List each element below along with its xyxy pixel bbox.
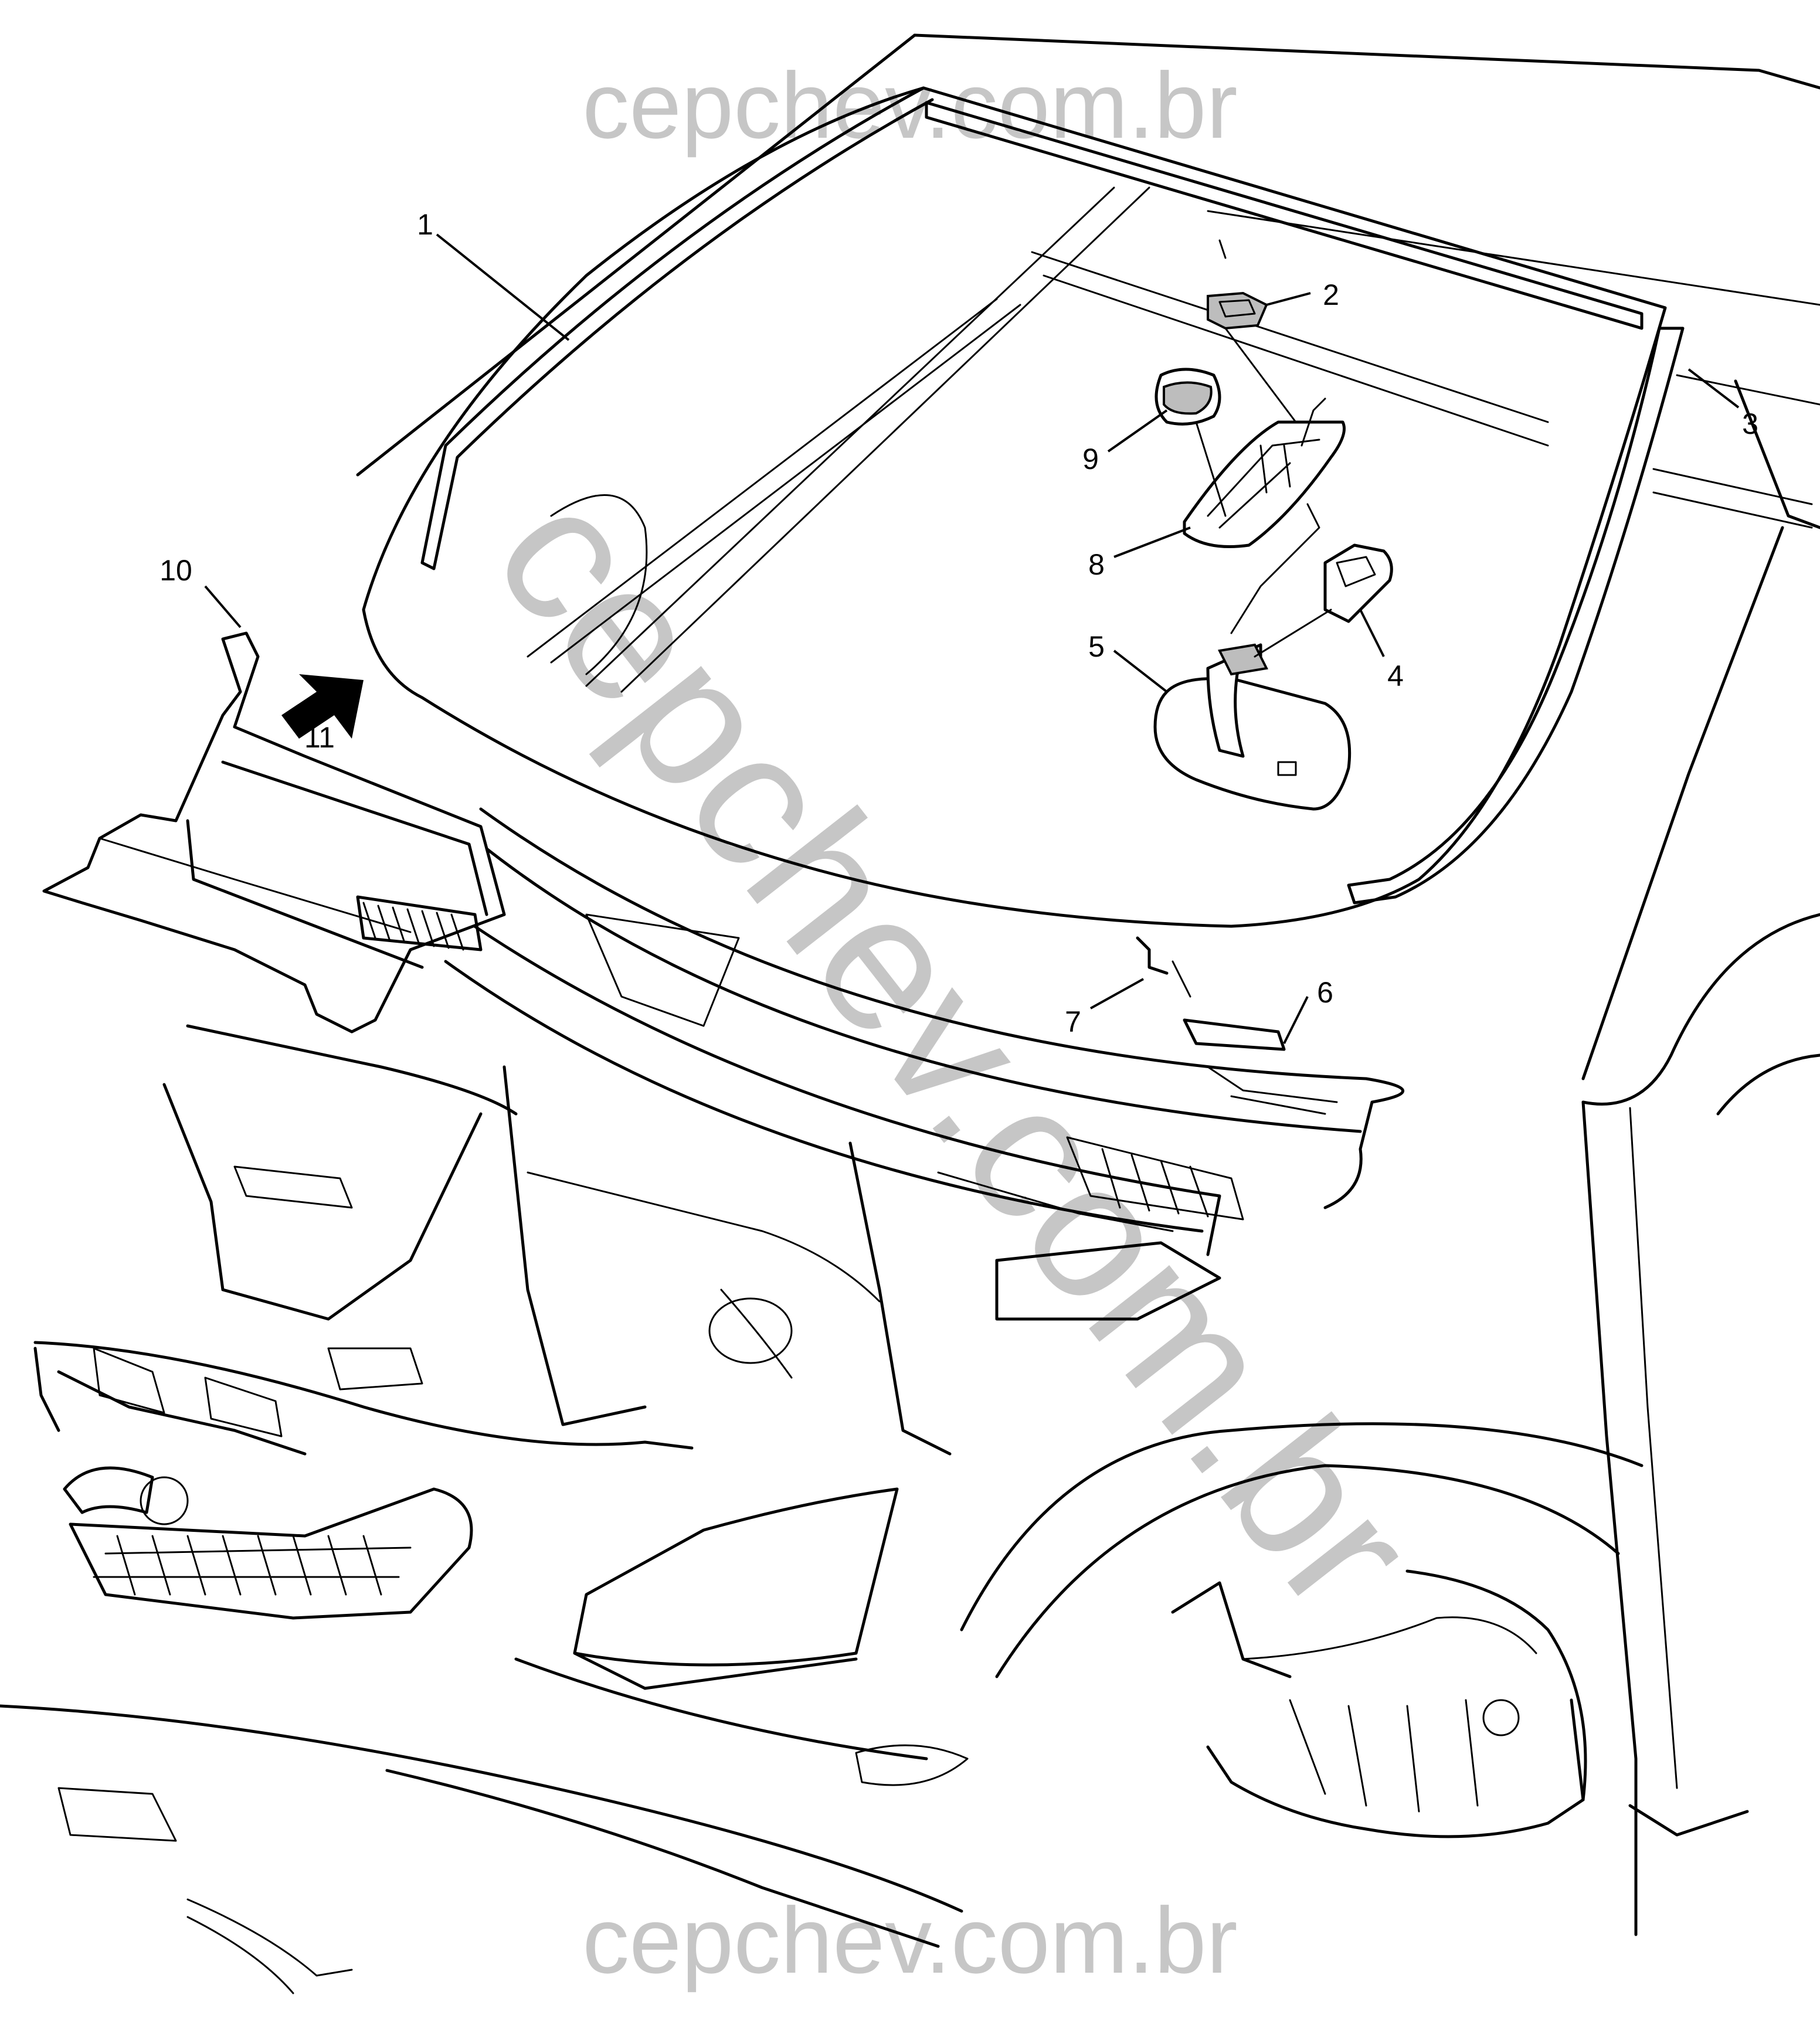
view-arrow [281, 674, 364, 739]
callout-1: 1 [417, 208, 433, 241]
callout-11: 11 [304, 721, 335, 754]
watermark-bottom: cepchev.com.br [582, 1888, 1238, 1993]
bracket-cover-part [1323, 543, 1393, 623]
front-end-structure [0, 1024, 1644, 1994]
callout-2: 2 [1323, 278, 1339, 311]
callout-labels: 1 2 3 4 5 6 7 8 9 10 11 [159, 208, 1758, 1038]
inside-rearview-mirror-part [1153, 643, 1352, 811]
mirror-bracket-part [1183, 397, 1346, 548]
callout-8: 8 [1088, 548, 1105, 581]
callout-9: 9 [1082, 443, 1099, 475]
callout-5: 5 [1088, 630, 1105, 663]
assembly-guide-lines [1195, 327, 1332, 658]
rain-sensor-part [1155, 368, 1221, 426]
cowl-panel [444, 807, 1404, 1456]
wheel-well-liner [1171, 1569, 1587, 1838]
air-inlet-grille-panel [42, 631, 506, 1034]
bracket-and-fastener-parts [1136, 936, 1338, 1115]
callout-6: 6 [1317, 976, 1333, 1009]
watermark-top: cepchev.com.br [582, 53, 1238, 158]
a-pillar-interior [527, 186, 1813, 693]
callout-10: 10 [159, 554, 192, 587]
callout-7: 7 [1065, 1005, 1081, 1038]
callout-4: 4 [1387, 660, 1404, 692]
sensor-cover-part [1207, 239, 1268, 330]
callout-leaders [204, 233, 1740, 1044]
roof-and-body-outline [356, 33, 1820, 1936]
callout-3: 3 [1742, 407, 1758, 440]
windshield-glass [362, 86, 1685, 928]
